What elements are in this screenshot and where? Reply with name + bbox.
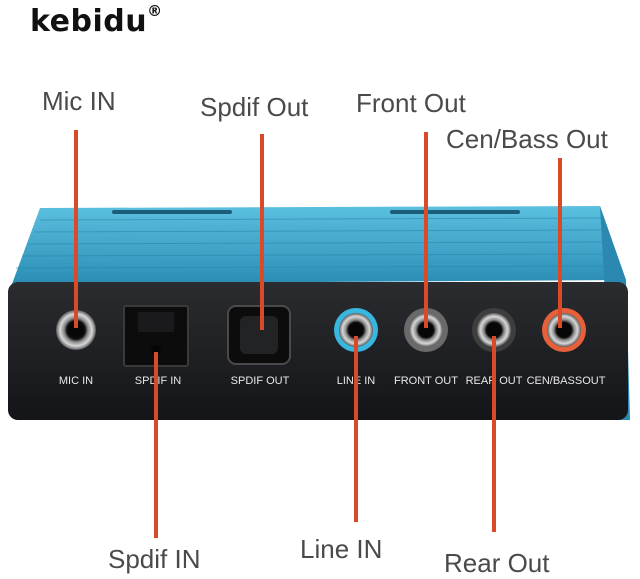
callout-spdif-out: Spdif Out <box>200 92 309 122</box>
front-panel <box>8 282 628 420</box>
panel-label-spdif-in: SPDIF IN <box>135 375 182 387</box>
callout-line-rear-out <box>492 336 496 532</box>
callout-rear-out: Rear Out <box>444 548 550 578</box>
callout-spdif-in: Spdif IN <box>108 544 201 574</box>
callout-line-spdif-in <box>154 352 158 538</box>
panel-label-mic-in: MIC IN <box>59 375 93 387</box>
casing-top <box>12 206 626 284</box>
callout-cen-bass-out: Cen/Bass Out <box>446 124 608 154</box>
callout-front-out: Front Out <box>356 88 466 118</box>
panel-label-cen-bassout: CEN/BASSOUT <box>527 375 606 387</box>
callout-line-front-out <box>424 132 428 328</box>
registered-mark: ® <box>147 2 163 20</box>
callout-line-in: Line IN <box>300 534 383 564</box>
panel-label-front-out: FRONT OUT <box>394 375 458 387</box>
callout-line-mic-in <box>74 130 78 328</box>
panel-label-spdif-out: SPDIF OUT <box>231 375 290 387</box>
callout-line-line-in <box>354 336 358 522</box>
callout-line-cen-bass-out <box>558 158 562 328</box>
casing-ridges <box>15 217 622 269</box>
callout-line-spdif-out <box>260 134 264 330</box>
brand-logo: kebidu® <box>30 2 163 39</box>
callout-mic-in: Mic IN <box>42 86 116 116</box>
vent-slots <box>112 210 520 214</box>
brand-name: kebidu <box>30 4 148 39</box>
